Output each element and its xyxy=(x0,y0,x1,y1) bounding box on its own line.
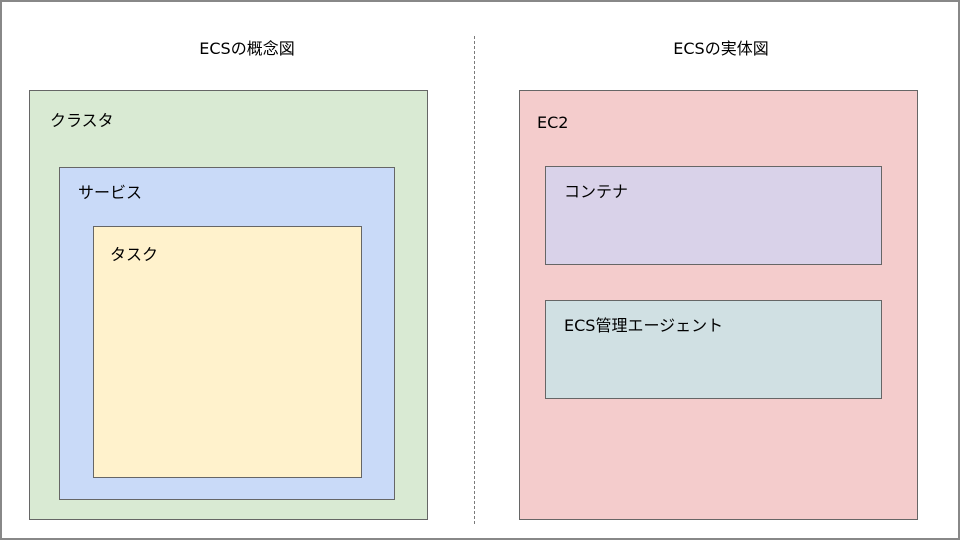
physical-diagram-title: ECSの実体図 xyxy=(673,39,769,58)
conceptual-diagram-title: ECSの概念図 xyxy=(199,39,295,58)
service-box: サービス タスク xyxy=(59,167,395,500)
task-label: タスク xyxy=(110,245,159,264)
ecs-agent-box: ECS管理エージェント xyxy=(545,300,882,399)
cluster-box: クラスタ サービス タスク xyxy=(29,90,428,520)
task-box: タスク xyxy=(93,226,362,478)
cluster-label: クラスタ xyxy=(50,111,114,130)
container-label: コンテナ xyxy=(564,182,629,201)
ecs-agent-label: ECS管理エージェント xyxy=(564,316,724,335)
ec2-label: EC2 xyxy=(537,113,569,132)
container-box: コンテナ xyxy=(545,166,882,265)
panel-divider xyxy=(474,36,475,524)
ec2-box: EC2 コンテナ ECS管理エージェント xyxy=(519,90,918,520)
service-label: サービス xyxy=(78,183,143,202)
